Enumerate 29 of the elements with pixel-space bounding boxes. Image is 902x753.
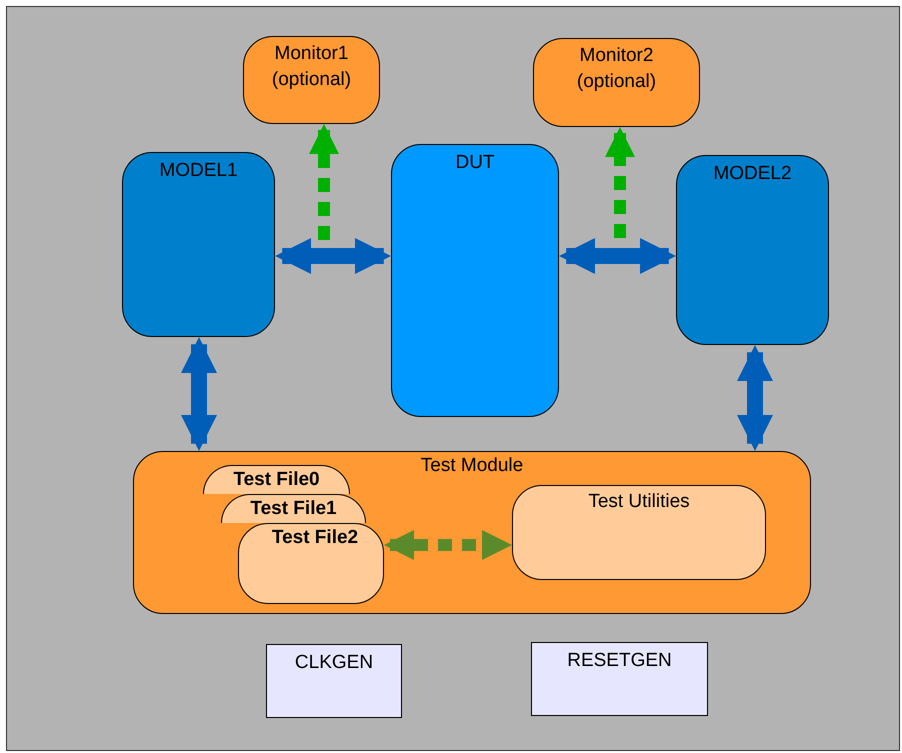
resetgen-box [531,642,708,716]
arrow [275,238,391,274]
arrow [309,124,339,240]
test-utilities-box [512,485,766,580]
node-label: Test File1 [249,497,338,521]
clkgen-box [266,644,402,718]
arrow [737,345,773,451]
test-module-box [133,451,811,614]
node-label: Test Utilities [587,490,691,514]
arrow [559,238,676,274]
node-label: Test File2 [270,526,360,550]
monitor-box [533,38,700,127]
node-label: MODEL1 [158,159,239,183]
node-label: DUT [454,151,496,175]
dut-box [391,144,559,417]
node-label: Monitor2 (optional) [576,44,658,94]
node-label: Monitor1 (optional) [270,42,352,92]
node-label: CLKGEN [294,651,374,675]
monitor-box [243,36,380,124]
model-box [122,152,275,337]
arrow [181,337,217,451]
arrow [384,530,512,560]
node-label: Test Module [420,454,524,478]
arrow [605,127,635,238]
node-label: RESETGEN [566,649,673,673]
test-file-box [238,523,384,604]
node-label: MODEL2 [712,162,793,186]
model-box [676,155,829,345]
node-label: Test File0 [232,468,321,492]
